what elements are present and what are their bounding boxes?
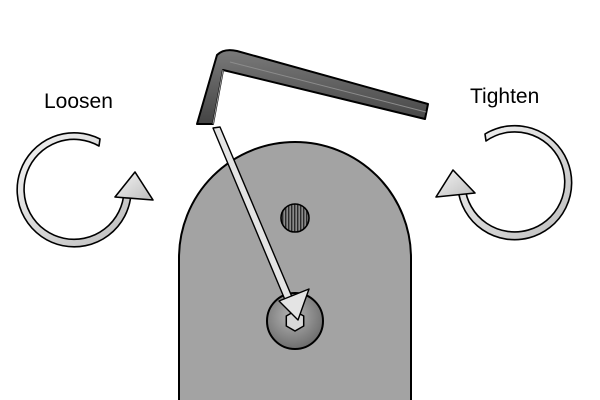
tighten-label: Tighten — [470, 85, 540, 108]
blade-plate — [178, 141, 412, 400]
clockwise-arrow-icon — [435, 124, 573, 241]
counterclockwise-arrow-icon — [16, 132, 154, 248]
insert-direction-arrow — [212, 126, 310, 321]
knurled-pin — [280, 203, 310, 233]
hex-socket-screw-icon — [266, 292, 324, 350]
hex-key-icon — [196, 49, 429, 125]
loosen-label: Loosen — [44, 90, 113, 113]
